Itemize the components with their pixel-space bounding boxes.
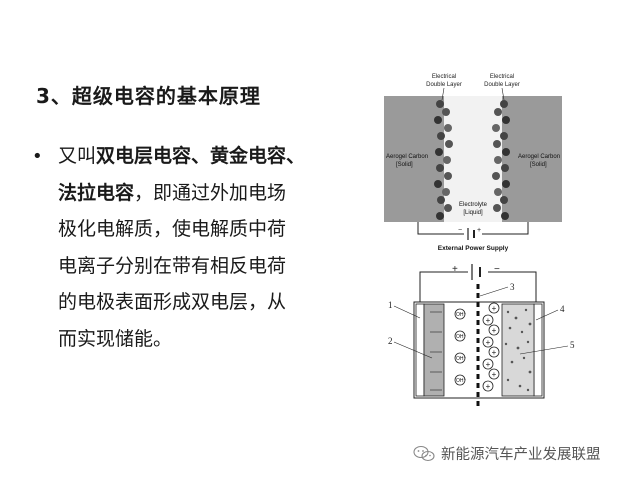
ion-circles <box>454 302 500 392</box>
right-layer-label-2: Double Layer <box>484 82 520 88</box>
electrolyte-region <box>444 96 502 222</box>
right-layer-label-1: Electrical <box>490 74 514 80</box>
body-line2-bold: 法拉电容 <box>58 181 135 204</box>
right-electrode-state: [Solid] <box>530 162 547 168</box>
body-line2-rest: ，即通过外加电场 <box>134 181 287 204</box>
ion-labels: OH⁻ OH⁻ OH⁻ OH⁻ <box>456 312 467 384</box>
capacitor-schematic: + − OH⁻ OH⁻ OH⁻ OH⁻ + + + + + + + + 1 <box>388 264 575 410</box>
supply-minus: − <box>458 227 462 234</box>
double-layer-diagram: Electrical Double Layer Electrical Doubl… <box>384 74 562 252</box>
body-line3: 极化电解质，使电解质中荷 <box>58 218 287 240</box>
plus-sign: + <box>486 338 491 347</box>
bullet-text: 又叫双电层电容、黄金电容、 法拉电容，即通过外加电场 极化电解质，使电解质中荷 … <box>58 138 352 357</box>
left-layer-label-2: Double Layer <box>426 82 462 88</box>
callout-4: 4 <box>560 304 565 314</box>
callout-3: 3 <box>510 282 515 292</box>
plus-sign: + <box>492 370 497 379</box>
callout-5: 5 <box>570 340 575 350</box>
body-line1-bold: 双电层电容、黄金电容、 <box>96 145 306 167</box>
watermark: 新能源汽车产业发展联盟 <box>413 443 601 464</box>
callout-1: 1 <box>388 300 393 310</box>
right-electrode <box>501 303 535 397</box>
body-line4: 电离子分别在带有相反电荷 <box>58 254 287 277</box>
body-line1-prefix: 又叫 <box>58 145 97 167</box>
ion-label: OH⁻ <box>456 356 467 362</box>
plus-sign: + <box>492 348 497 357</box>
body-line5: 的电极表面形成双电层，从 <box>58 291 287 313</box>
schematic-plus: + <box>452 264 458 275</box>
callout-lines <box>393 286 569 359</box>
body-line6: 而实现储能。 <box>58 327 173 350</box>
left-electrode <box>423 303 445 397</box>
plus-sign: + <box>486 360 491 369</box>
electron-arrows <box>430 311 442 391</box>
ion-label: OH⁻ <box>456 312 467 318</box>
callout-2: 2 <box>388 336 393 346</box>
callout-numbers: 1 2 3 4 5 <box>388 282 575 350</box>
plus-sign: + <box>492 326 497 335</box>
watermark-text: 新能源汽车产业发展联盟 <box>441 447 601 463</box>
right-electrode-label: Aerogel Carbon <box>518 154 560 160</box>
plus-sign: + <box>492 304 497 313</box>
bullet-marker: • <box>32 146 43 167</box>
left-electrode-state: [Solid] <box>396 162 413 168</box>
power-supply-label: External Power Supply <box>438 245 509 252</box>
carbon-particles-left <box>434 100 453 220</box>
slide-title: 3、超级电容的基本原理 <box>36 84 261 108</box>
supply-plus: + <box>477 227 481 234</box>
plus-sign: + <box>486 316 491 325</box>
left-electrode-label: Aerogel Carbon <box>386 154 428 160</box>
wechat-icon <box>413 445 435 461</box>
ion-label: OH⁻ <box>456 378 467 384</box>
plus-sign: + <box>486 382 491 391</box>
carbon-particles-right <box>492 100 510 220</box>
right-electrode-grain <box>504 308 532 392</box>
bullet-paragraph: • 又叫双电层电容、黄金电容、 法拉电容，即通过外加电场 极化电解质，使电解质中… <box>32 138 352 357</box>
electrolyte-label: Electrolyte <box>459 202 488 208</box>
plus-signs: + + + + + + + + <box>486 304 497 391</box>
electrolyte-state: [Liquid] <box>463 210 483 216</box>
ion-label: OH⁻ <box>456 334 467 340</box>
left-layer-label-1: Electrical <box>432 74 456 80</box>
schematic-minus: − <box>494 264 500 275</box>
